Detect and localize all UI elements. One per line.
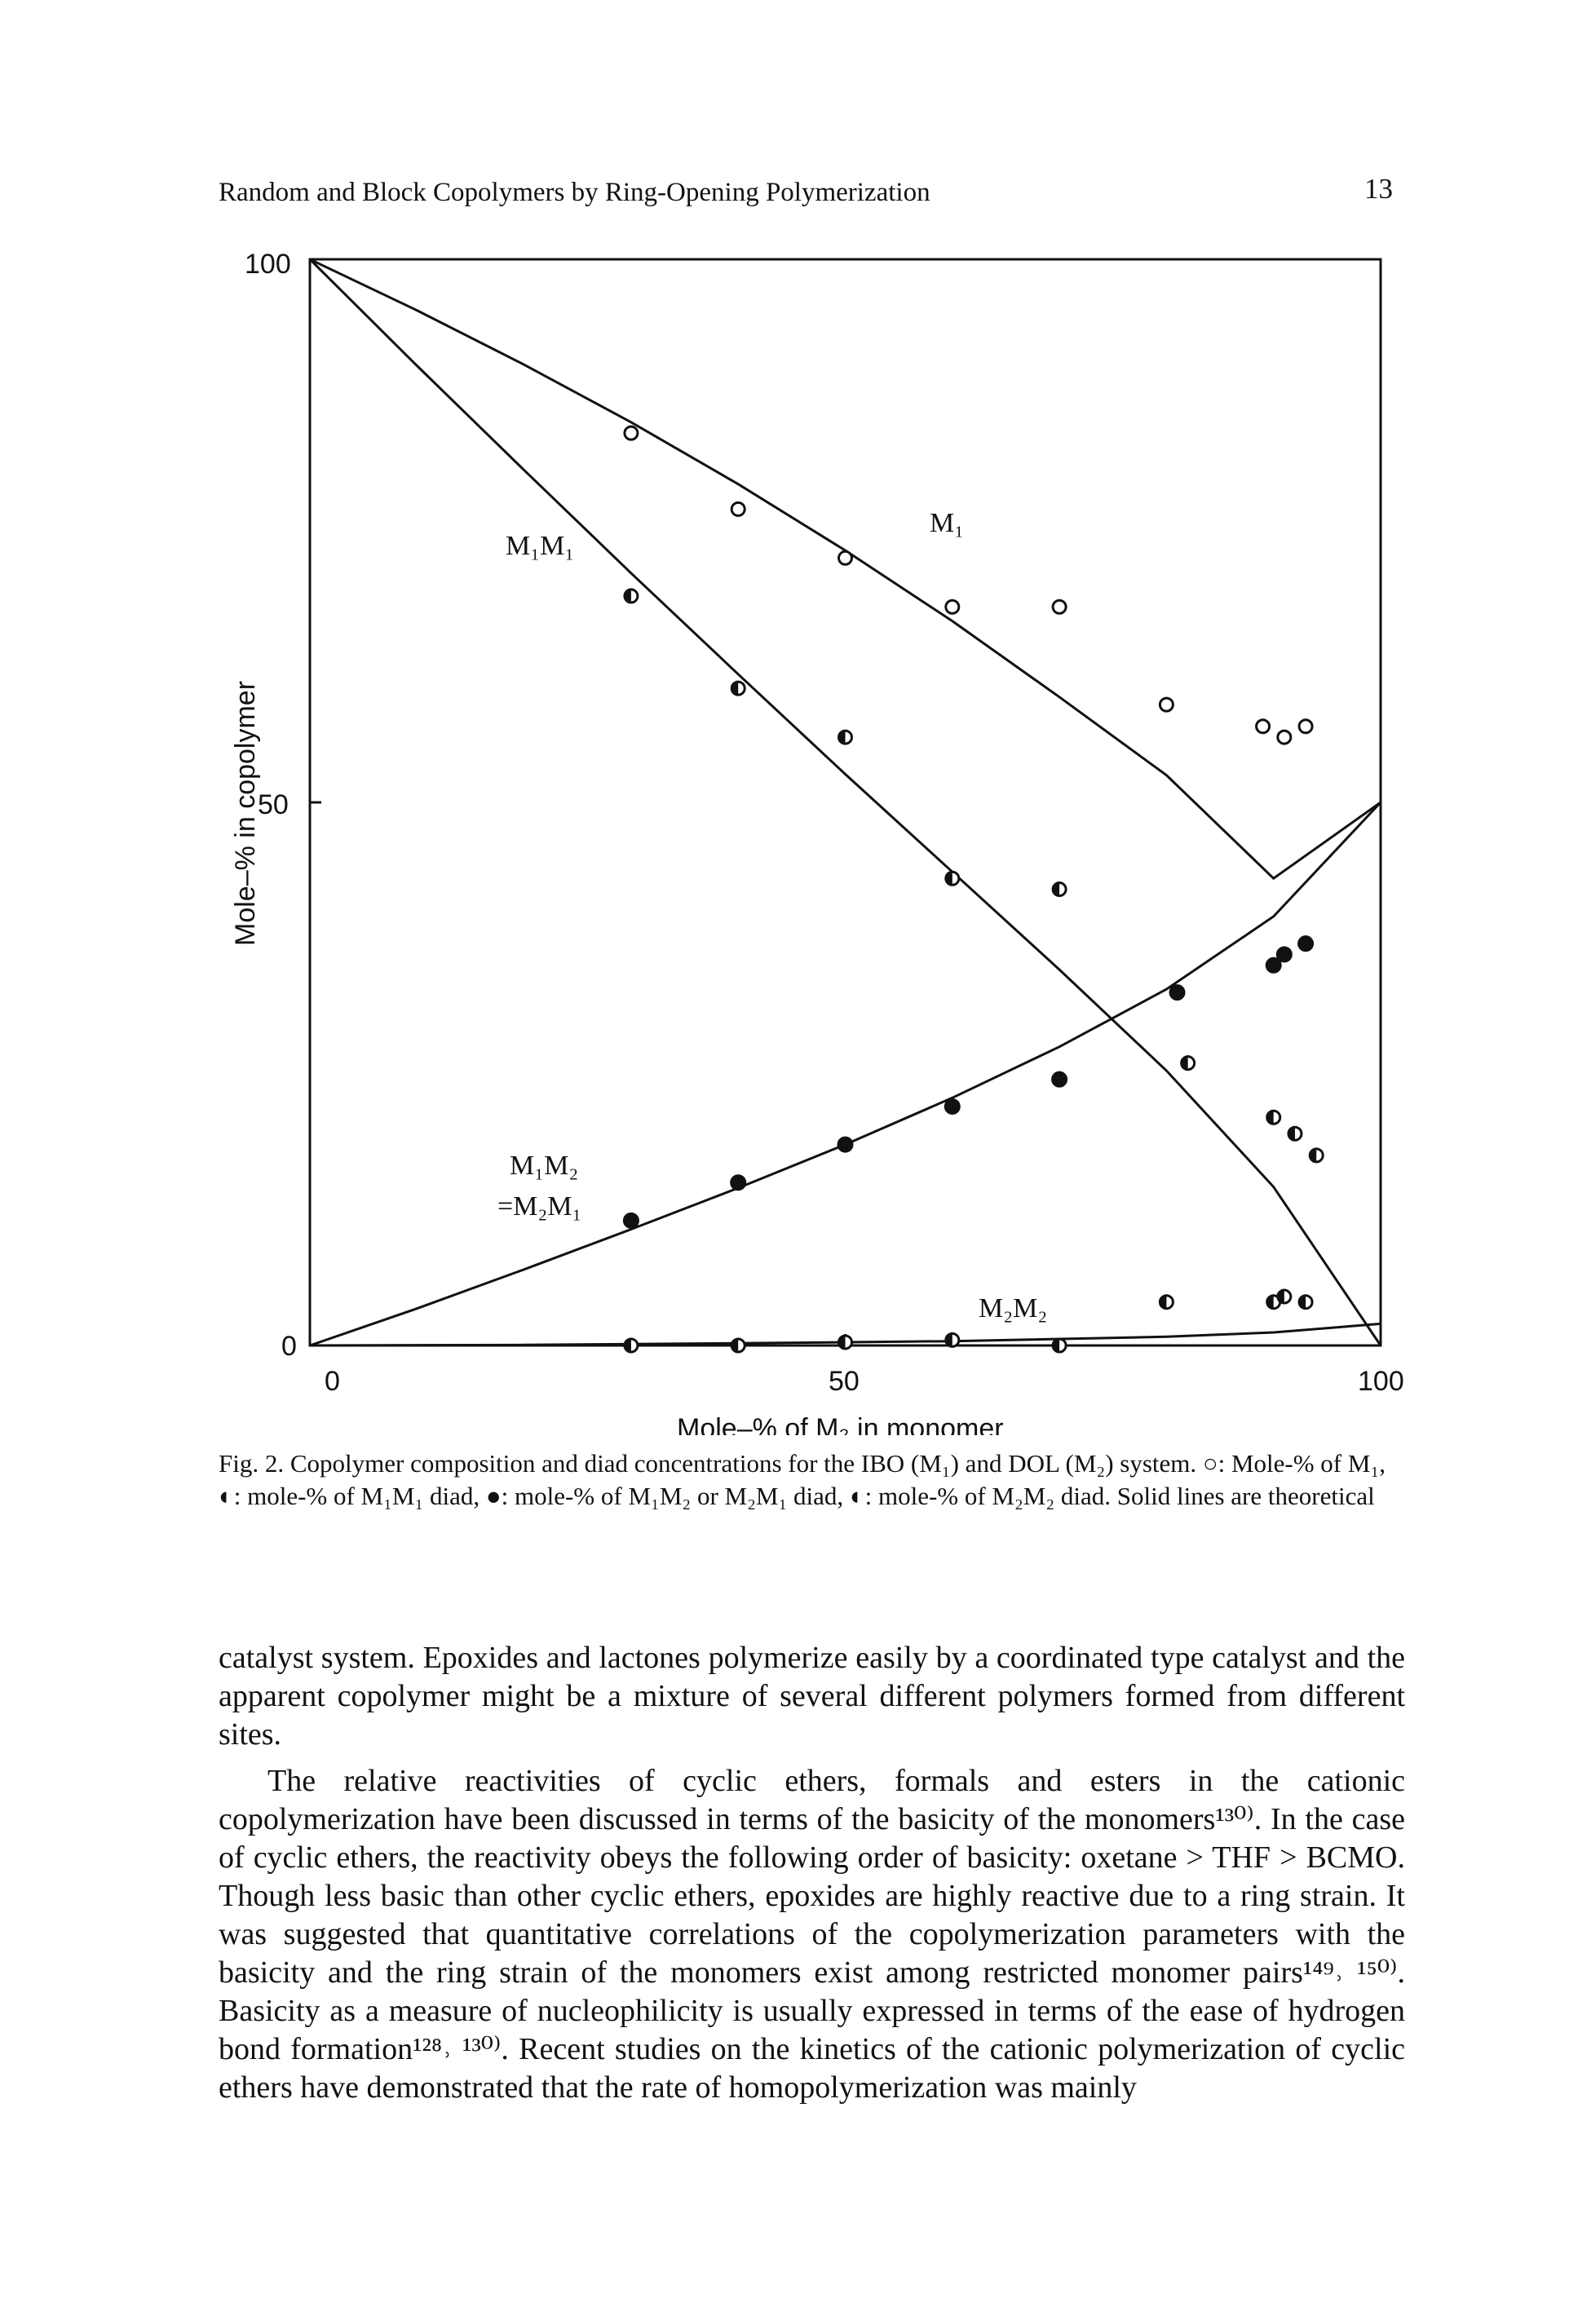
copolymer-composition-chart: 100 50 0 0 50 100 Mole–% of M₂ in monome… <box>230 249 1404 1435</box>
data-point-s3-3 <box>944 1332 961 1348</box>
y-tick-0: 0 <box>281 1331 297 1362</box>
data-point-s0-0 <box>623 425 639 441</box>
data-point-s3-5 <box>1158 1294 1174 1310</box>
data-point-s2-7 <box>1275 946 1293 963</box>
data-point-s3-8 <box>1297 1294 1314 1310</box>
data-point-s2-1 <box>730 1174 747 1191</box>
plot-frame <box>308 258 1382 1347</box>
theory-curve-2 <box>309 801 1382 1347</box>
label-m1: M₁ <box>930 508 964 538</box>
x-tick-0: 0 <box>325 1366 340 1397</box>
data-point-s1-6 <box>1266 1109 1282 1125</box>
data-point-s2-2 <box>837 1136 854 1153</box>
x-tick-100: 100 <box>1358 1366 1404 1397</box>
y-tick-100: 100 <box>245 249 291 280</box>
data-point-s3-0 <box>623 1337 639 1354</box>
theory-curve-0 <box>309 258 1381 881</box>
x-tick-50: 50 <box>829 1366 860 1397</box>
data-point-s2-3 <box>944 1098 961 1115</box>
figure: 100 50 0 0 50 100 Mole–% of M₂ in monome… <box>230 249 1404 1435</box>
x-axis-label: Mole–% of M₂ in monomer <box>677 1413 1004 1435</box>
data-point-s2-4 <box>1051 1071 1068 1088</box>
data-point-s0-4 <box>1051 599 1067 615</box>
y-tick-50: 50 <box>258 789 289 820</box>
data-point-s0-1 <box>730 501 746 517</box>
label-m2m2: M₂M₂ <box>979 1293 1047 1323</box>
data-point-s1-4 <box>1051 881 1067 898</box>
caption-label: Fig. 2. <box>219 1449 285 1478</box>
data-point-s0-8 <box>1297 718 1314 735</box>
running-head: Random and Block Copolymers by Ring-Open… <box>219 173 1393 219</box>
data-point-s2-6 <box>1265 957 1282 974</box>
data-point-s3-7 <box>1276 1288 1293 1305</box>
label-m1m1: M₁M₁ <box>506 531 574 561</box>
theory-curve-1 <box>308 258 1382 1346</box>
data-point-s1-8 <box>1308 1147 1324 1164</box>
data-point-s1-1 <box>730 680 746 696</box>
data-point-s0-6 <box>1255 718 1271 735</box>
label-m1m2-line2: =M₂M₁ <box>497 1191 581 1222</box>
data-point-s0-5 <box>1158 696 1174 713</box>
data-point-s3-2 <box>838 1334 853 1350</box>
page-number: 13 <box>1364 173 1393 205</box>
data-point-s2-0 <box>622 1212 639 1229</box>
data-point-s1-3 <box>944 870 961 886</box>
y-axis-label: Mole–% in copolymer <box>230 681 261 946</box>
body-text: catalyst system. Epoxides and lactones p… <box>219 1639 1405 2115</box>
data-point-s3-1 <box>730 1337 746 1354</box>
data-point-s1-2 <box>838 729 853 745</box>
data-point-s0-3 <box>944 599 961 615</box>
figure-caption: Fig. 2. Copolymer composition and diad c… <box>219 1447 1393 1513</box>
data-point-s2-5 <box>1169 984 1186 1001</box>
paragraph-1: catalyst system. Epoxides and lactones p… <box>219 1641 1405 1752</box>
data-point-s1-7 <box>1287 1125 1303 1142</box>
data-point-s0-7 <box>1276 729 1293 745</box>
data-point-s3-4 <box>1051 1337 1067 1354</box>
label-m1m2-line1: M₁M₂ <box>510 1151 578 1181</box>
caption-text: Copolymer composition and diad concentra… <box>219 1449 1386 1510</box>
data-point-s0-2 <box>838 550 853 566</box>
data-point-s2-8 <box>1297 935 1315 952</box>
data-point-s1-5 <box>1180 1055 1196 1071</box>
data-point-s1-0 <box>623 588 639 604</box>
paragraph-2: The relative reactivities of cyclic ethe… <box>219 1764 1405 2105</box>
running-title: Random and Block Copolymers by Ring-Open… <box>219 178 930 207</box>
